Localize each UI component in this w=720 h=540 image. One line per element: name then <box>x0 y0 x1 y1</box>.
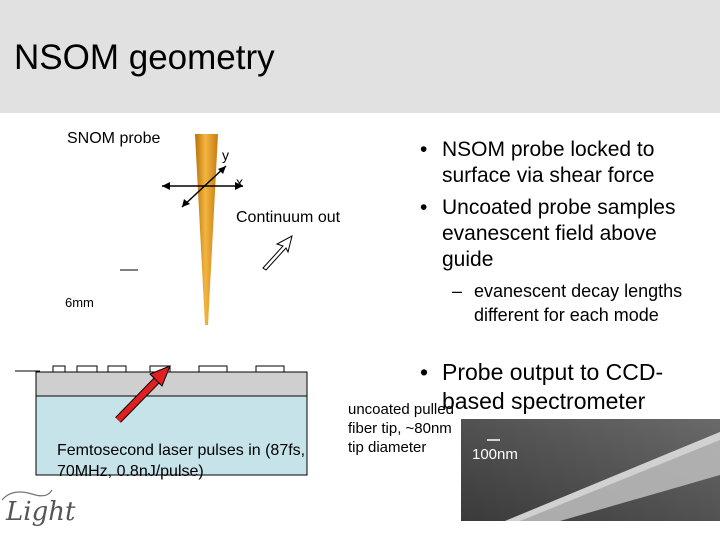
ridge-2 <box>76 365 98 373</box>
sem-scale-label: 100nm <box>472 446 518 463</box>
page-title: NSOM geometry <box>14 38 275 77</box>
bullet-shear-force: • NSOM probe locked to surface via shear… <box>420 137 712 189</box>
header-band <box>0 0 720 113</box>
probe-label: SNOM probe <box>67 130 161 147</box>
bullet-text: Probe output to CCD-based spectrometer <box>442 359 664 414</box>
subbullet-text: evanescent decay lengths different for e… <box>474 281 683 325</box>
axis-y-label: y <box>222 147 229 163</box>
light-logo-icon: Light <box>1 489 76 527</box>
tip-label: uncoated pulled fiber tip, ~80nm tip dia… <box>348 401 454 456</box>
substrate <box>35 395 308 476</box>
ridge-5 <box>198 365 228 373</box>
bullet-icon: • <box>420 196 428 219</box>
dash-icon: – <box>452 281 463 301</box>
bullet-icon: • <box>420 138 428 161</box>
bullet-text: Uncoated probe samples evanescent field … <box>442 196 676 271</box>
snom-probe <box>195 134 218 325</box>
axis-x-label: x <box>236 174 243 190</box>
subbullet-decay: – evanescent decay lengths different for… <box>452 279 714 327</box>
bullet-text: NSOM probe locked to surface via shear f… <box>442 138 655 187</box>
bullet-evanescent: • Uncoated probe samples evanescent fiel… <box>420 195 712 273</box>
scale-label: 6mm <box>65 295 94 310</box>
guide-film <box>35 371 308 397</box>
ridge-6 <box>255 365 285 373</box>
bullet-icon: • <box>420 359 429 385</box>
continuum-out-arrow <box>262 235 293 271</box>
bullet-spectrometer: • Probe output to CCD-based spectrometer <box>420 358 712 416</box>
laser-label: Femtosecond laser pulses in (87fs, 70MHz… <box>57 442 306 480</box>
continuum-out-label: Continuum out <box>236 209 341 226</box>
ridge-1 <box>52 365 66 373</box>
ridge-3 <box>107 365 127 373</box>
svg-text:Light: Light <box>5 497 76 527</box>
